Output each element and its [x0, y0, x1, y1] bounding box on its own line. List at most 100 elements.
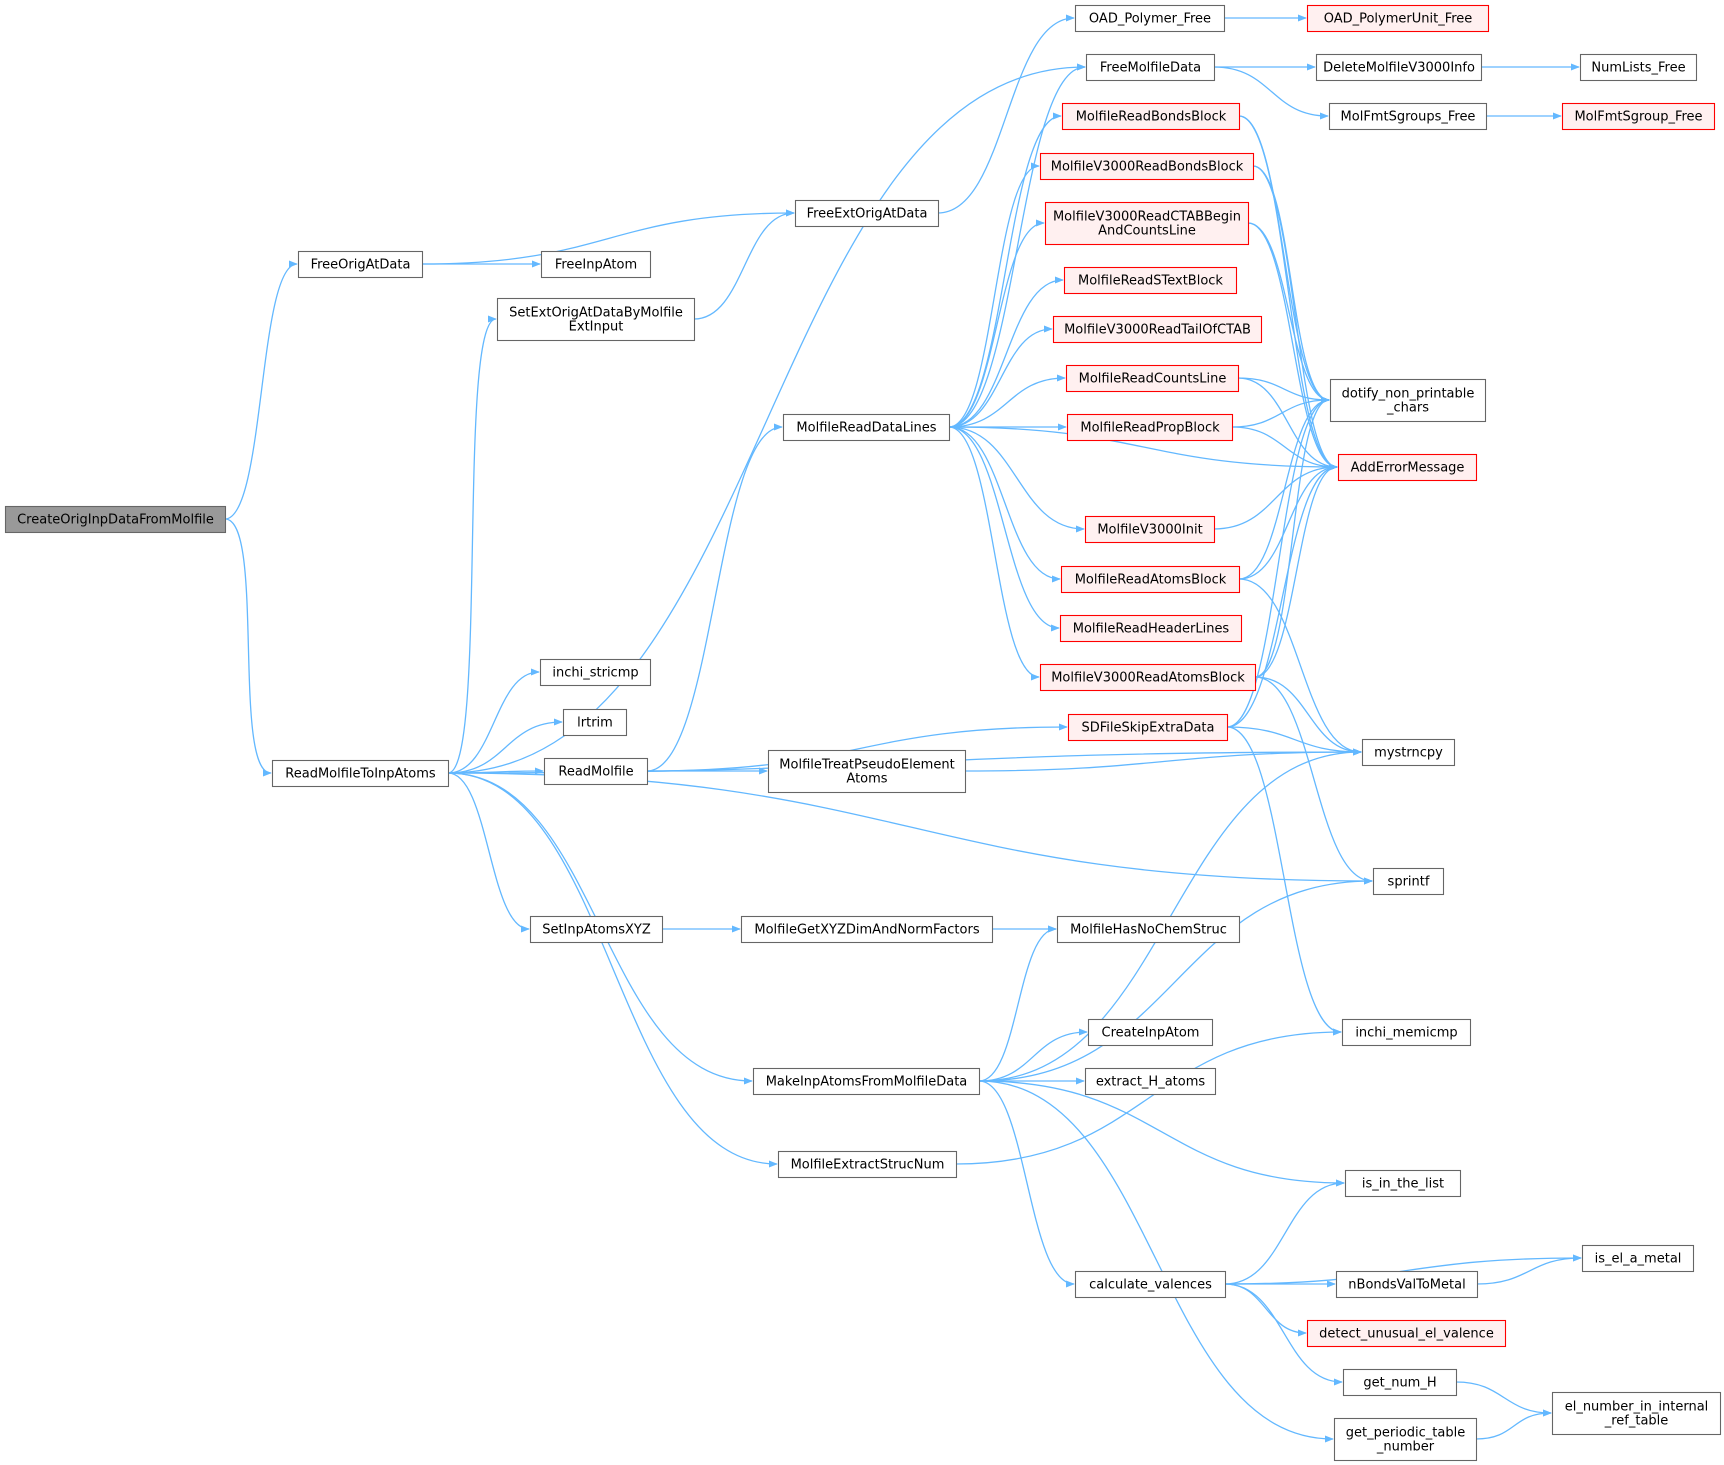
node-box — [1551, 1391, 1722, 1436]
edge-sdfile-skip-extra-data-to-inchi-memicmp — [1226, 726, 1342, 1036]
node-dotify-non-printable-chars[interactable]: dotify_non_printable_chars — [1329, 378, 1487, 423]
node-sdfile-skip-extra-data[interactable]: SDFileSkipExtraData — [1067, 713, 1229, 742]
edge-make-inp-atoms-from-molfile-data-to-molfile-has-no-chem-struc — [978, 925, 1057, 1082]
node-molfile-has-no-chem-struc[interactable]: MolfileHasNoChemStruc — [1056, 915, 1241, 944]
edge-molfile-read-data-lines-to-free-molfile-data — [948, 63, 1086, 428]
node-mol-fmt-sgroup-free[interactable]: MolFmtSgroup_Free — [1561, 102, 1716, 131]
node-molfile-read-atoms-block[interactable]: MolfileReadAtomsBlock — [1060, 565, 1241, 594]
node-label: MolfileReadHeaderLines — [1073, 622, 1230, 637]
node-detect-unusual-el-valence[interactable]: detect_unusual_el_valence — [1306, 1319, 1507, 1348]
node-molfile-read-bonds-block[interactable]: MolfileReadBondsBlock — [1061, 102, 1241, 131]
node-add-error-message[interactable]: AddErrorMessage — [1337, 453, 1478, 482]
node-label: ExtInput — [569, 320, 624, 335]
node-is-in-the-list[interactable]: is_in_the_list — [1344, 1169, 1462, 1198]
node-label: MolfileV3000ReadAtomsBlock — [1051, 671, 1245, 686]
node-molfile-v3000-read-tail-of-ctab[interactable]: MolfileV3000ReadTailOfCTAB — [1052, 315, 1263, 344]
node-get-periodic-table-number[interactable]: get_periodic_table_number — [1333, 1417, 1478, 1462]
node-molfile-v3000-read-bonds-block[interactable]: MolfileV3000ReadBondsBlock — [1039, 152, 1255, 181]
edge-molfile-read-data-lines-to-molfile-v3000-read-tail-of-ctab — [948, 325, 1053, 428]
node-free-inp-atom[interactable]: FreeInpAtom — [540, 250, 652, 279]
edge-layer — [224, 14, 1582, 1443]
node-label: el_number_in_internal — [1565, 1400, 1709, 1415]
edge-sdfile-skip-extra-data-to-add-error-message — [1226, 463, 1338, 728]
node-molfile-get-xyzdim-and-norm-factors[interactable]: MolfileGetXYZDimAndNormFactors — [740, 915, 994, 944]
node-label: inchi_memicmp — [1355, 1026, 1457, 1041]
edge-read-molfile-to-sdfile-skip-extra-data — [646, 723, 1068, 772]
node-el-number-in-internal-ref-table[interactable]: el_number_in_internal_ref_table — [1551, 1391, 1722, 1436]
node-box — [562, 708, 628, 737]
node-lrtrim[interactable]: lrtrim — [562, 708, 628, 737]
node-delete-molfile-v3000-info[interactable]: DeleteMolfileV3000Info — [1315, 53, 1483, 82]
node-make-inp-atoms-from-molfile-data[interactable]: MakeInpAtomsFromMolfileData — [752, 1067, 981, 1096]
node-label: MolfileV3000Init — [1097, 523, 1202, 538]
node-inchi-memicmp[interactable]: inchi_memicmp — [1341, 1018, 1472, 1047]
node-n-bonds-val-to-metal[interactable]: nBondsValToMetal — [1335, 1270, 1479, 1299]
node-layer: CreateOrigInpDataFromMolfile FreeOrigAtDa… — [4, 4, 1722, 1462]
node-label: is_in_the_list — [1362, 1177, 1444, 1192]
node-molfile-read-data-lines[interactable]: MolfileReadDataLines — [782, 413, 951, 442]
node-molfile-read-prop-block[interactable]: MolfileReadPropBlock — [1066, 413, 1234, 442]
edge-read-molfile-to-inp-atoms-to-set-ext-orig-at-data-by-molfile-ext-input — [447, 315, 497, 774]
node-molfile-v3000-init[interactable]: MolfileV3000Init — [1084, 515, 1216, 544]
edge-molfile-read-data-lines-to-molfile-v3000-read-atoms-block — [948, 426, 1040, 681]
node-oad-polymer-free[interactable]: OAD_Polymer_Free — [1074, 4, 1226, 33]
node-box — [782, 413, 951, 442]
node-set-inp-atoms-xyz[interactable]: SetInpAtomsXYZ — [529, 915, 664, 944]
node-box — [540, 250, 652, 279]
node-is-el-a-metal[interactable]: is_el_a_metal — [1581, 1244, 1695, 1273]
node-mystrncpy[interactable]: mystrncpy — [1361, 738, 1456, 767]
edge-read-molfile-to-inp-atoms-to-set-inp-atoms-xyz — [447, 772, 530, 933]
node-label: OAD_Polymer_Free — [1089, 12, 1211, 27]
node-get-num-h[interactable]: get_num_H — [1342, 1368, 1458, 1397]
node-read-molfile[interactable]: ReadMolfile — [543, 757, 649, 786]
edge-molfile-extract-struc-num-to-inchi-memicmp — [955, 1028, 1342, 1165]
node-molfile-read-stext-block[interactable]: MolfileReadSTextBlock — [1063, 266, 1238, 295]
node-mol-fmt-sgroups-free[interactable]: MolFmtSgroups_Free — [1328, 102, 1488, 131]
edge-calculate-valences-to-detect-unusual-el-valence — [1224, 1283, 1307, 1337]
node-inchi-stricmp[interactable]: inchi_stricmp — [539, 658, 652, 687]
node-label: OAD_PolymerUnit_Free — [1324, 12, 1473, 27]
node-molfile-read-counts-line[interactable]: MolfileReadCountsLine — [1065, 364, 1240, 393]
node-box — [1056, 915, 1241, 944]
node-box — [1306, 1319, 1507, 1348]
node-molfile-v3000-read-atoms-block[interactable]: MolfileV3000ReadAtomsBlock — [1039, 663, 1257, 692]
node-box — [1087, 1018, 1214, 1047]
node-box — [1039, 152, 1255, 181]
node-box — [1337, 453, 1478, 482]
node-molfile-extract-struc-num[interactable]: MolfileExtractStrucNum — [777, 1150, 958, 1179]
node-label: AndCountsLine — [1098, 224, 1196, 239]
node-read-molfile-to-inp-atoms[interactable]: ReadMolfileToInpAtoms — [271, 759, 450, 788]
node-label: lrtrim — [577, 716, 613, 731]
node-box — [271, 759, 450, 788]
node-sprintf[interactable]: sprintf — [1372, 867, 1445, 896]
node-label: MolfileV3000ReadTailOfCTAB — [1064, 323, 1251, 338]
node-molfile-read-header-lines[interactable]: MolfileReadHeaderLines — [1059, 614, 1243, 643]
node-label: MolfileReadCountsLine — [1079, 372, 1227, 387]
edge-molfile-read-atoms-block-to-dotify-non-printable-chars — [1238, 396, 1330, 580]
node-extract-h-atoms[interactable]: extract_H_atoms — [1084, 1067, 1217, 1096]
node-free-ext-orig-at-data[interactable]: FreeExtOrigAtData — [794, 199, 940, 228]
node-label: MolfileTreatPseudoElement — [779, 758, 954, 773]
node-free-orig-at-data[interactable]: FreeOrigAtData — [297, 250, 424, 279]
node-box — [539, 658, 652, 687]
node-box — [1333, 1417, 1478, 1462]
node-calculate-valences[interactable]: calculate_valences — [1074, 1270, 1227, 1299]
node-label: ReadMolfileToInpAtoms — [285, 767, 436, 782]
node-label: MolFmtSgroup_Free — [1574, 110, 1702, 125]
node-box — [794, 199, 940, 228]
node-label: FreeExtOrigAtData — [807, 207, 928, 222]
node-create-orig-inp-data-from-molfile[interactable]: CreateOrigInpDataFromMolfile — [4, 505, 227, 534]
edge-read-molfile-to-molfile-read-data-lines — [646, 423, 783, 772]
node-box — [529, 915, 664, 944]
node-num-lists-free[interactable]: NumLists_Free — [1579, 53, 1698, 82]
node-label: MolfileReadSTextBlock — [1078, 274, 1223, 289]
edge-sdfile-skip-extra-data-to-dotify-non-printable-chars — [1226, 396, 1330, 728]
node-create-inp-atom[interactable]: CreateInpAtom — [1087, 1018, 1214, 1047]
node-label: dotify_non_printable — [1342, 387, 1475, 402]
node-free-molfile-data[interactable]: FreeMolfileData — [1085, 53, 1216, 82]
node-oad-polymer-unit-free[interactable]: OAD_PolymerUnit_Free — [1306, 4, 1490, 33]
